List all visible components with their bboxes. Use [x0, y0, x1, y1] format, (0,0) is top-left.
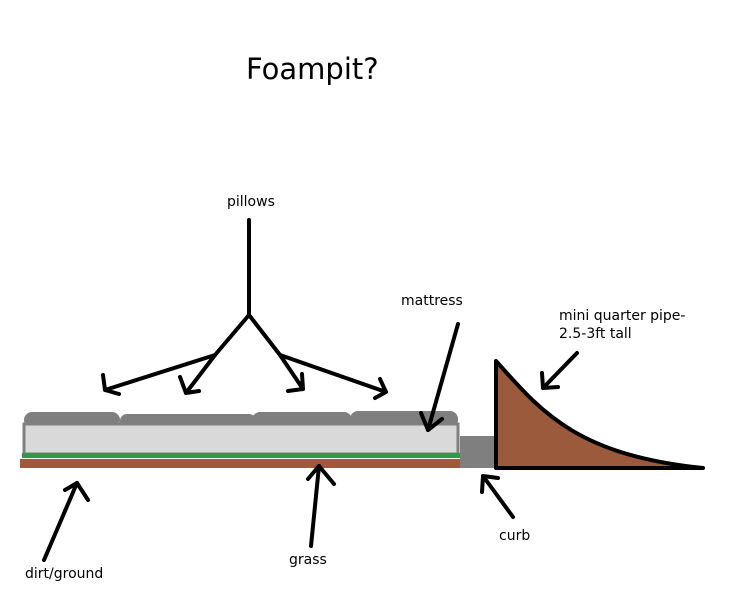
arrow-head — [63, 481, 90, 502]
arrow-head — [178, 375, 201, 395]
arrow-line — [481, 474, 515, 519]
arrow-line — [42, 481, 79, 562]
page-title: Foampit? — [246, 52, 379, 86]
grass-label: grass — [289, 552, 327, 568]
arrow-left-inner — [184, 353, 217, 395]
quarter-pipe-label: mini quarter pipe- — [559, 308, 686, 324]
pillows-label: pillows — [227, 194, 275, 210]
arrow-head — [480, 474, 500, 494]
quarter-pipe — [494, 359, 705, 470]
arrow-line — [213, 313, 251, 357]
dirt-strip — [20, 459, 461, 468]
arrow-head — [101, 373, 121, 396]
pillows-arrows — [101, 218, 388, 400]
mattress-label: mattress — [401, 293, 463, 309]
quarter-pipe-arrow — [540, 351, 579, 390]
arrow-head — [306, 464, 336, 486]
curb-arrow — [480, 474, 515, 519]
dirt-label: dirt/ground — [25, 566, 104, 582]
dirt-arrow — [42, 481, 90, 562]
arrow-right-outer — [278, 353, 388, 394]
arrow-line — [309, 464, 321, 548]
curb-label: curb — [499, 528, 531, 544]
arrow-head — [286, 372, 305, 393]
curb — [460, 436, 496, 468]
arrow-line — [247, 313, 282, 357]
grass-arrow — [306, 464, 336, 548]
mattress — [22, 422, 460, 456]
arrow-line — [541, 351, 579, 390]
grass-strip — [22, 453, 460, 458]
arrow-line — [426, 322, 460, 432]
mattress-arrow — [419, 322, 460, 432]
arrow-head — [373, 377, 388, 400]
arrow-right-inner — [278, 353, 305, 391]
arrow-left-outer — [103, 353, 217, 392]
arrow-head — [419, 411, 444, 432]
arrow-head — [540, 371, 560, 390]
quarter-pipe-height-label: 2.5-3ft tall — [559, 326, 632, 342]
